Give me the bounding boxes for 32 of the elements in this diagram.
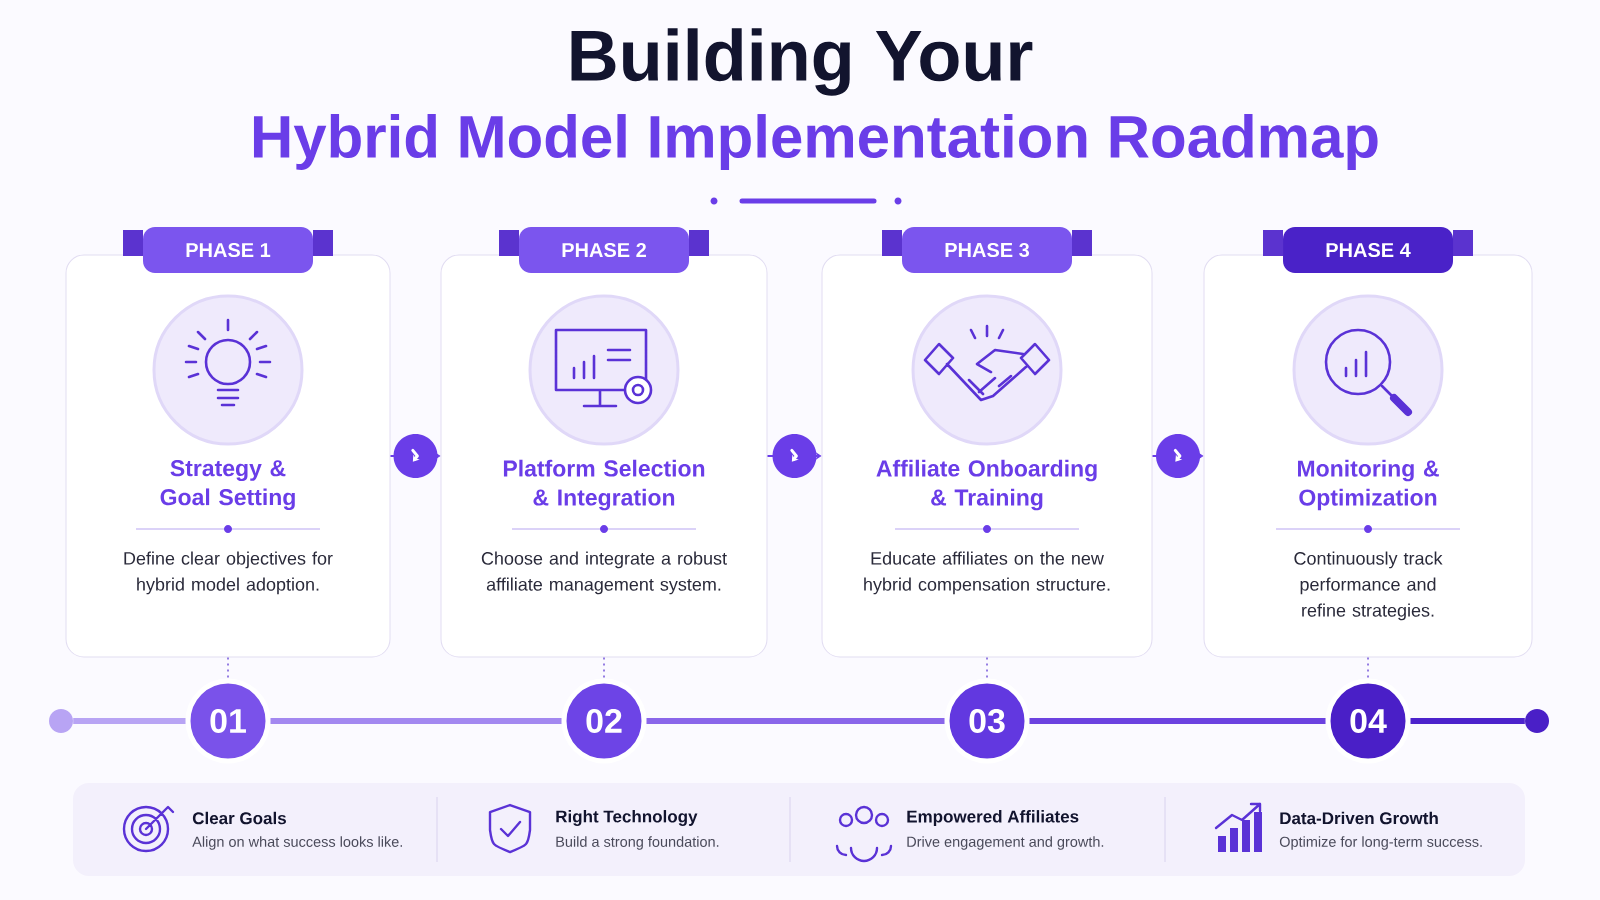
benefit-description: Optimize for long-term success. [1279, 836, 1482, 850]
benefit-description: Drive engagement and growth. [907, 836, 1104, 850]
card-heading: Monitoring & Optimization [1298, 459, 1439, 511]
card-description: Continuously track performance and refine strategies. [1294, 551, 1443, 621]
subtitle: Hybrid Model Implementation Roadmap [253, 114, 1378, 170]
phase-tab: PHASE 3 [882, 227, 1092, 273]
connector-line [227, 656, 229, 680]
chevron-arrow [389, 434, 441, 478]
benefit-description: Align on what success looks like. [192, 836, 402, 850]
card-description: Educate affiliates on the new hybrid compensation structure. [864, 551, 1110, 595]
title: Building Your [571, 28, 1033, 96]
connector-line [1367, 656, 1369, 680]
card-heading: Affiliate Onboarding & Training [876, 459, 1097, 511]
timeline-line [646, 718, 945, 724]
card-description: Choose and integrate a robust affiliate management system. [481, 551, 727, 595]
card-heading: Platform Selection & Integration [503, 459, 705, 511]
timeline-line [73, 718, 186, 724]
chevron-arrow [1151, 434, 1204, 478]
phase-tab: PHASE 4 [1263, 227, 1473, 273]
timeline-line [1410, 718, 1525, 724]
benefit-description: Build a strong foundation. [556, 836, 719, 850]
connector-line [986, 656, 988, 680]
card-description: Define clear objectives for hybrid model adoption. [124, 551, 333, 595]
timeline-end-dot [49, 709, 73, 733]
timeline-end-dot [1525, 709, 1549, 733]
timeline-line [270, 718, 562, 724]
phase-tab: PHASE 1 [123, 227, 333, 273]
card-heading: Strategy & Goal Setting [160, 460, 295, 510]
phase-tab: PHASE 2 [499, 227, 709, 273]
chevron-arrow [766, 434, 822, 478]
timeline-line [1029, 718, 1326, 724]
connector-line [603, 656, 605, 680]
